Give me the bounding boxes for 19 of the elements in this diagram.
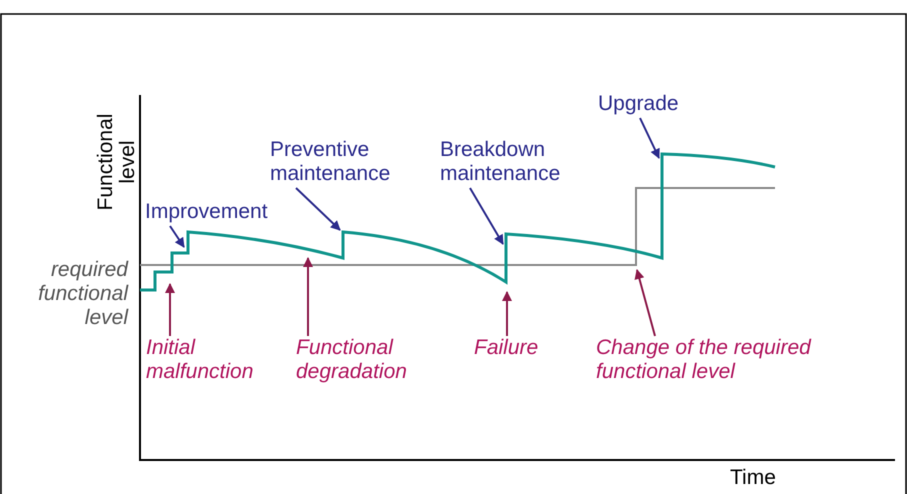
annotation-text: Failure [474, 336, 564, 360]
leader-arrow [502, 291, 512, 336]
axis-title: Time [730, 466, 777, 490]
annotation-text: Improvement [145, 200, 305, 224]
leader-arrow [169, 225, 185, 248]
axis-title: Functional level [95, 112, 139, 212]
annotation-text: Breakdown maintenance [440, 138, 600, 186]
reference-label: required functional level [37, 258, 128, 330]
leader-arrow [639, 118, 660, 159]
annotation-text: Preventive maintenance [270, 138, 430, 186]
leader-arrow [295, 187, 341, 231]
annotation-text: Change of the required functional level [596, 336, 866, 384]
annotation-text: Upgrade [598, 92, 708, 116]
annotation-text: Initial malfunction [146, 336, 286, 384]
leader-arrow [165, 283, 175, 336]
leader-arrow [303, 257, 313, 336]
leader-arrow [634, 269, 656, 336]
leader-arrow [469, 188, 504, 245]
annotation-text: Functional degradation [296, 336, 446, 384]
